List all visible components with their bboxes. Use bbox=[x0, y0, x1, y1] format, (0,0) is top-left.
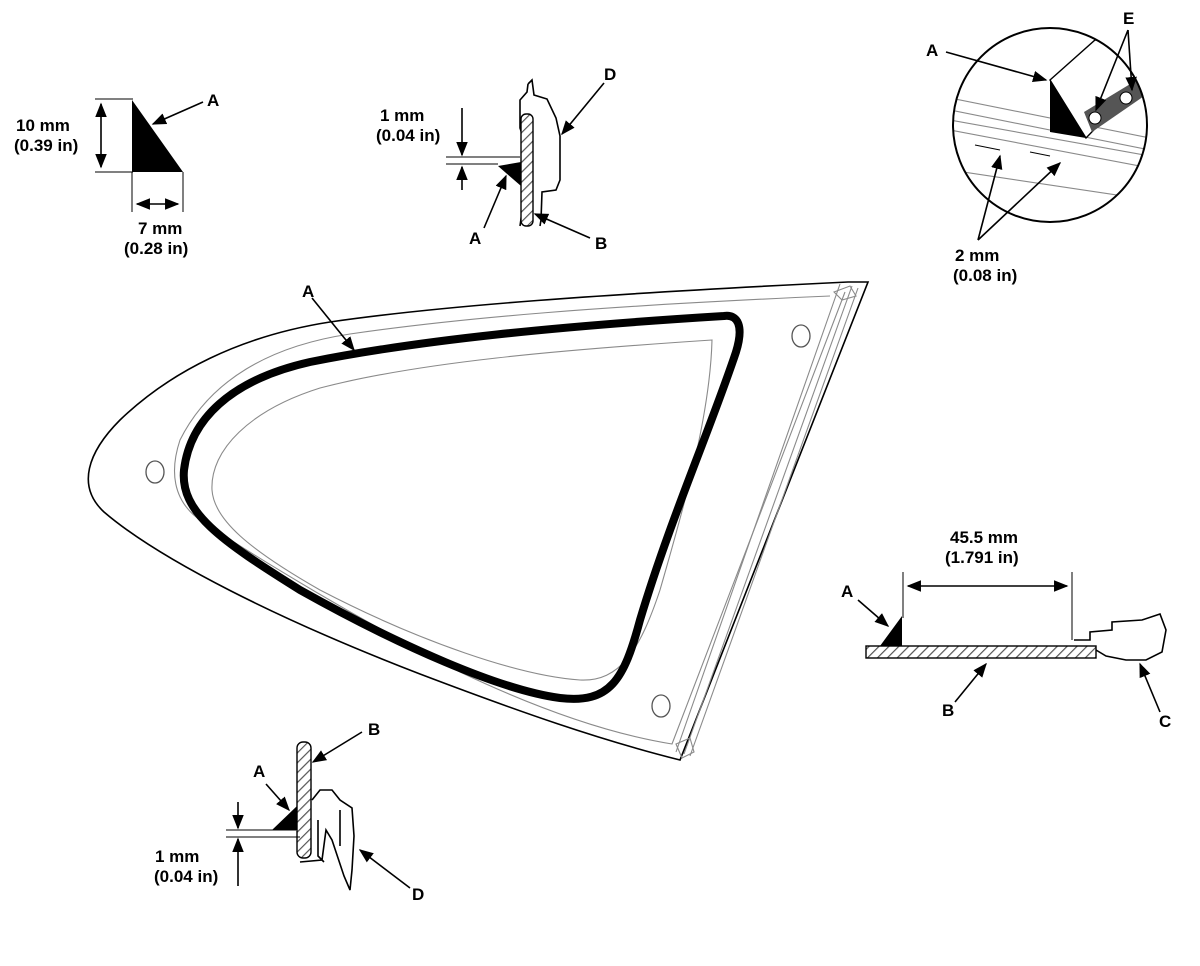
distance-mm-label: 45.5 mm bbox=[950, 528, 1018, 547]
tape-hole-icon bbox=[1119, 91, 1133, 105]
callout-c: C bbox=[1159, 712, 1171, 731]
glass-edge-section bbox=[865, 645, 1097, 659]
clip-icon bbox=[791, 324, 811, 348]
leader-a bbox=[265, 783, 290, 812]
detail-circle-outline bbox=[952, 27, 1148, 223]
callout-b: B bbox=[942, 701, 954, 720]
leader-a bbox=[857, 599, 890, 627]
leader-a bbox=[483, 174, 507, 229]
clip-icon bbox=[145, 460, 165, 484]
leader-a bbox=[151, 101, 204, 125]
leader-a bbox=[311, 297, 355, 352]
callout-d: D bbox=[412, 885, 424, 904]
leader-e2 bbox=[1125, 29, 1137, 92]
glass-section bbox=[296, 741, 312, 859]
adhesive-bead bbox=[272, 806, 297, 830]
leader-a bbox=[945, 51, 1048, 83]
distance-in-label: (1.791 in) bbox=[945, 548, 1019, 567]
leader-2mm-1 bbox=[977, 154, 1003, 241]
leader-d bbox=[358, 849, 411, 889]
leader-e1 bbox=[1095, 29, 1129, 112]
detail-circle-dam: A E 2 mm (0.08 in) bbox=[926, 9, 1148, 285]
detail-distance-section: 45.5 mm (1.791 in) A B C bbox=[841, 528, 1171, 731]
inner-trim-line bbox=[211, 339, 713, 681]
detail-top-section: 1 mm (0.04 in) A B D bbox=[376, 65, 616, 253]
molding-profile-c bbox=[1074, 612, 1167, 661]
callout-a: A bbox=[469, 229, 481, 248]
gap-in-label: (0.04 in) bbox=[154, 867, 218, 886]
leader-d bbox=[561, 82, 605, 136]
adhesive-bead-path bbox=[179, 311, 744, 703]
height-in-label: (0.39 in) bbox=[14, 136, 78, 155]
callout-a: A bbox=[841, 582, 853, 601]
glass-section bbox=[520, 113, 534, 227]
height-mm-label: 10 mm bbox=[16, 116, 70, 135]
detail-bead-size: A 10 mm (0.39 in) 7 mm (0.28 in) bbox=[14, 91, 219, 258]
adhesive-bead-profile bbox=[132, 100, 183, 172]
callout-d: D bbox=[604, 65, 616, 84]
leader-b bbox=[533, 213, 591, 239]
width-mm-label: 7 mm bbox=[138, 219, 182, 238]
quarter-glass: A bbox=[87, 281, 870, 761]
gap-mm-label: 1 mm bbox=[380, 106, 424, 125]
gap-mm-label: 1 mm bbox=[155, 847, 199, 866]
callout-a: A bbox=[926, 41, 938, 60]
leader-b bbox=[954, 662, 987, 703]
molding-profile bbox=[299, 789, 355, 891]
callout-b: B bbox=[595, 234, 607, 253]
gap-mm-label: 2 mm bbox=[955, 246, 999, 265]
adhesive-bead bbox=[498, 162, 521, 186]
adhesive-bead bbox=[880, 616, 902, 646]
callout-b: B bbox=[368, 720, 380, 739]
callout-a: A bbox=[302, 282, 314, 301]
callout-a: A bbox=[207, 91, 219, 110]
callout-e: E bbox=[1123, 9, 1134, 28]
leader-b bbox=[311, 731, 363, 763]
dam-rubber bbox=[1050, 80, 1086, 138]
gap-in-label: (0.08 in) bbox=[953, 266, 1017, 285]
gap-in-label: (0.04 in) bbox=[376, 126, 440, 145]
glass-outline bbox=[87, 281, 870, 761]
leader-2mm-2 bbox=[977, 162, 1062, 241]
detail-bottom-section: A B D 1 mm (0.04 in) bbox=[154, 720, 424, 904]
clip-icon bbox=[651, 694, 671, 718]
width-in-label: (0.28 in) bbox=[124, 239, 188, 258]
callout-a: A bbox=[253, 762, 265, 781]
leader-c bbox=[1139, 662, 1161, 713]
tape-hole-icon bbox=[1088, 111, 1102, 125]
